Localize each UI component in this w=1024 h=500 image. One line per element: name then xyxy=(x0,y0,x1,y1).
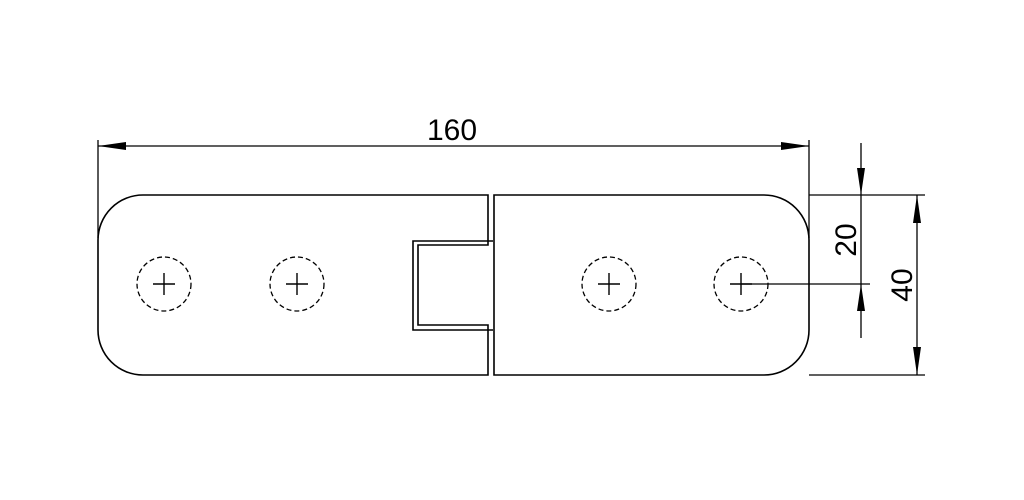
length-dimension-text: 160 xyxy=(427,114,477,147)
height-dimension xyxy=(809,194,925,376)
hole-2 xyxy=(269,256,325,312)
hole-1 xyxy=(136,256,192,312)
hole-offset-dimension-text: 20 xyxy=(830,223,863,256)
right-leaf xyxy=(493,194,810,376)
height-arrow-bottom xyxy=(913,347,921,375)
hole-3 xyxy=(581,256,637,312)
right-leaf-outline xyxy=(493,194,810,376)
hole-offset-arrow-bottom xyxy=(857,284,865,311)
height-dimension-text: 40 xyxy=(886,268,919,301)
height-arrow-top xyxy=(913,195,921,223)
length-dimension xyxy=(97,140,810,238)
hole-offset-arrow-top xyxy=(857,168,865,195)
length-arrow-left xyxy=(98,142,126,150)
hole-offset-dimension xyxy=(741,143,870,338)
length-arrow-right xyxy=(781,142,809,150)
left-knuckle-inner xyxy=(412,240,493,331)
left-leaf xyxy=(97,194,493,376)
left-leaf-outline xyxy=(97,194,489,376)
